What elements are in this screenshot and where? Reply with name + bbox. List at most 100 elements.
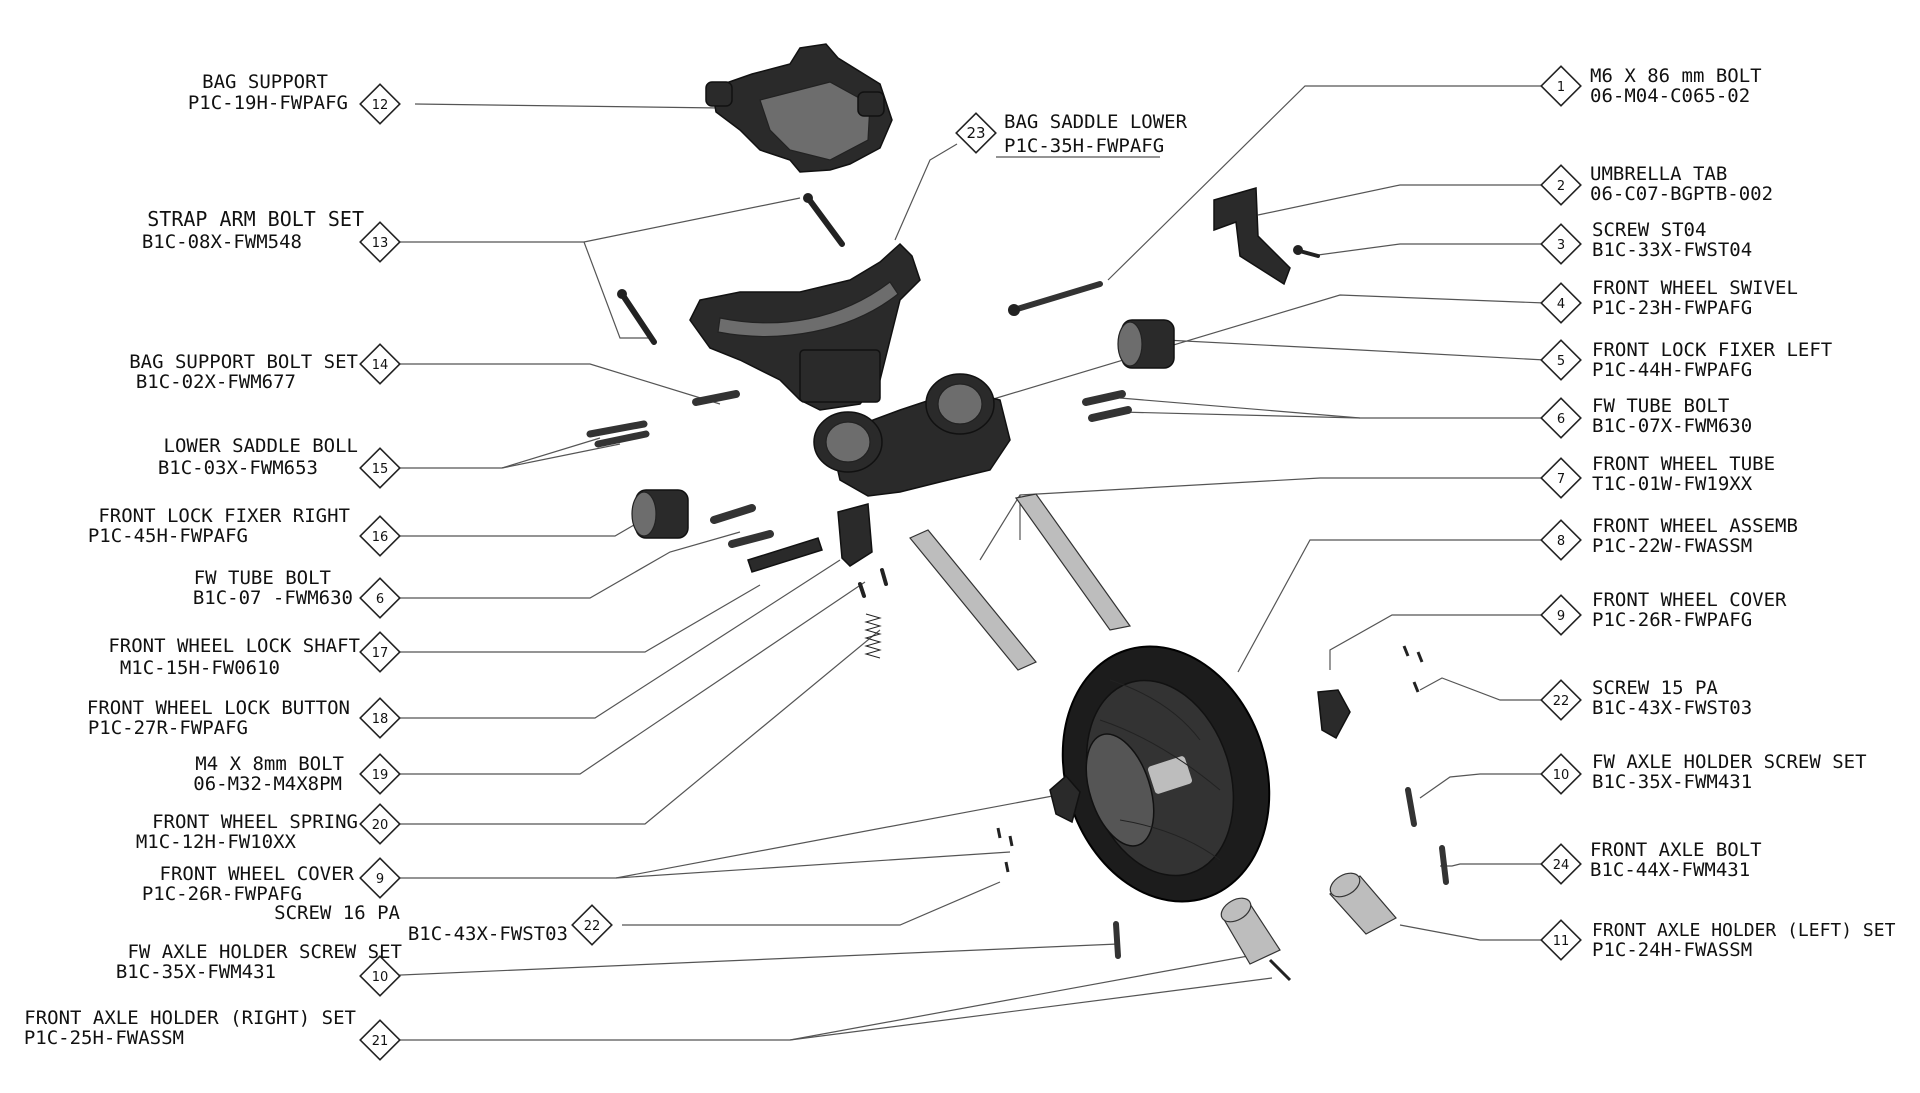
marker-7[interactable] [1540,457,1582,499]
part-code: P1C-26R-FWPAFG [1592,609,1752,631]
marker-6-right[interactable] [1540,397,1582,439]
umbrella-tab-part [1213,187,1320,286]
part-name: SCREW ST04 [1592,219,1706,241]
part-code: B1C-35X-FWM431 [116,961,276,983]
part-name: FRONT WHEEL SWIVEL [1592,277,1798,299]
marker-17[interactable] [359,631,401,673]
part-code: P1C-22W-FWASSM [1592,535,1752,557]
part-name: SCREW 15 PA [1592,677,1718,699]
marker-6-left[interactable] [359,577,401,619]
strap-arm-bolts [617,193,845,345]
part-code: B1C-08X-FWM548 [142,231,302,253]
part-code: P1C-25H-FWASSM [24,1027,184,1049]
marker-21[interactable] [359,1019,401,1061]
part-name: M6 X 86 mm BOLT [1590,65,1762,87]
part-code: B1C-35X-FWM431 [1592,771,1752,793]
marker-13[interactable] [359,221,401,263]
m4-bolts [858,568,888,598]
part-name: LOWER SADDLE BOLL [164,435,358,457]
part-name: FW AXLE HOLDER SCREW SET [1592,751,1867,773]
part-name: FRONT LOCK FIXER LEFT [1592,339,1832,361]
fw-tube-bolts-left [710,504,774,548]
front-wheel-lock-button-part [837,503,873,567]
part-code: P1C-45H-FWPAFG [88,525,248,547]
callout-number: 4 [1557,297,1565,312]
part-name: UMBRELLA TAB [1590,163,1727,185]
callout-numbers: 12 13 14 15 16 6 17 18 19 20 9 22 10 21 … [372,80,1570,1049]
marker-5[interactable] [1540,339,1582,381]
part-code: B1C-43X-FWST03 [1592,697,1752,719]
callout-markers [359,65,1582,1061]
callout-number: 14 [372,358,389,373]
marker-9-right[interactable] [1540,594,1582,636]
callout-number: 13 [372,236,389,251]
callout-number: 15 [372,462,389,477]
marker-19[interactable] [359,753,401,795]
marker-24[interactable] [1540,843,1582,885]
callout-number: 20 [372,818,389,833]
callout-number: 17 [372,646,389,661]
callout-number: 7 [1557,472,1565,487]
part-code: B1C-33X-FWST04 [1592,239,1752,261]
part-code: B1C-03X-FWM653 [158,457,318,479]
parts [586,43,1449,982]
marker-10-left[interactable] [359,955,401,997]
front-wheel-cover-left-part [1049,774,1081,824]
marker-1[interactable] [1540,65,1582,107]
part-name: FRONT WHEEL SPRING [152,811,358,833]
part-name: FRONT WHEEL TUBE [1592,453,1775,475]
marker-23[interactable] [955,112,997,154]
bag-saddle-lower-part [689,242,921,411]
part-code: P1C-19H-FWPAFG [188,92,348,114]
part-name: FRONT LOCK FIXER RIGHT [98,505,350,527]
marker-8[interactable] [1540,519,1582,561]
marker-22-left[interactable] [571,904,613,946]
front-wheel-swivel-part [813,373,1011,497]
marker-22-right[interactable] [1540,679,1582,721]
callout-number: 12 [372,98,389,113]
bag-support-part [705,43,893,173]
callout-number: 11 [1553,934,1570,949]
small-screws [996,645,1449,959]
marker-11[interactable] [1540,919,1582,961]
marker-9-left[interactable] [359,857,401,899]
part-name: FRONT AXLE BOLT [1590,839,1762,861]
bag-support-bolts [586,390,740,448]
part-name: FW TUBE BOLT [194,567,331,589]
part-name: FRONT AXLE HOLDER (RIGHT) SET [24,1007,356,1029]
part-code: P1C-35H-FWPAFG [1004,135,1164,157]
marker-4[interactable] [1540,282,1582,324]
front-wheel-lock-shaft-part [747,537,823,573]
front-lock-fixer-right-part [631,489,689,539]
left-labels: BAG SUPPORT P1C-19H-FWPAFG STRAP ARM BOL… [24,71,568,1049]
part-name: FRONT WHEEL COVER [160,863,355,885]
part-code: M1C-12H-FW10XX [136,831,297,853]
part-name: FW AXLE HOLDER SCREW SET [127,941,402,963]
callout-number: 6 [1557,412,1565,427]
front-wheel-spring-part [864,613,882,659]
part-code: B1C-02X-FWM677 [136,371,296,393]
marker-14[interactable] [359,343,401,385]
part-name: BAG SADDLE LOWER [1004,111,1188,133]
front-wheel-part [1061,645,1271,903]
marker-15[interactable] [359,447,401,489]
marker-3[interactable] [1540,223,1582,265]
marker-20[interactable] [359,803,401,845]
front-wheel-tubes [909,493,1132,671]
front-wheel-cover-right-part [1317,689,1351,740]
part-name: FRONT AXLE HOLDER (LEFT) SET [1592,920,1896,941]
callout-number: 9 [376,872,384,887]
part-name: FRONT WHEEL LOCK BUTTON [87,697,350,719]
part-name: FRONT WHEEL LOCK SHAFT [108,635,360,657]
part-name: BAG SUPPORT [202,71,328,93]
marker-16[interactable] [359,515,401,557]
marker-12[interactable] [359,83,401,125]
callout-number: 5 [1557,354,1565,369]
callout-number: 24 [1553,858,1570,873]
part-code: 06-M32-M4X8PM [193,773,342,795]
marker-10-right[interactable] [1540,753,1582,795]
marker-2[interactable] [1540,164,1582,206]
part-code: T1C-01W-FW19XX [1592,473,1753,495]
marker-18[interactable] [359,697,401,739]
part-name: BAG SUPPORT BOLT SET [129,351,358,373]
